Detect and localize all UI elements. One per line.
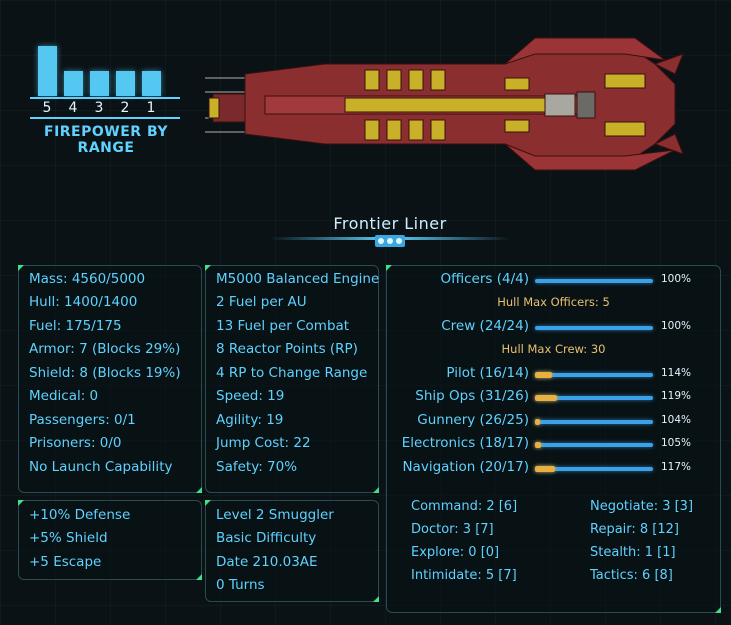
bonus-escape: +5 Escape xyxy=(29,554,102,570)
stat-shield: Shield: 8 (Blocks 19%) xyxy=(29,365,181,381)
hull-max-officers: Hull Max Officers: 5 xyxy=(497,295,610,309)
crew-label: Pilot (16/14) xyxy=(446,365,529,381)
engine-panel: M5000 Balanced Engine 2 Fuel per AU 13 F… xyxy=(205,265,379,493)
firepower-bar-5 xyxy=(38,46,57,96)
firepower-bar-4 xyxy=(64,71,83,96)
crew-bar xyxy=(535,466,653,472)
game-difficulty: Basic Difficulty xyxy=(216,530,317,546)
crew-bar xyxy=(535,372,653,378)
firepower-range-label-5: 5 xyxy=(42,100,52,116)
crew-percent: 119% xyxy=(661,390,692,402)
crew-percent: 104% xyxy=(661,414,692,426)
stat-medical: Medical: 0 xyxy=(29,388,99,404)
firepower-bar-3 xyxy=(90,71,109,96)
skill-command: Command: 2 [6] xyxy=(411,499,518,514)
stat-fuel: Fuel: 175/175 xyxy=(29,318,122,334)
stat-mass: Mass: 4560/5000 xyxy=(29,271,146,287)
engine-agility: Agility: 19 xyxy=(216,412,284,428)
crew-bar xyxy=(535,395,653,401)
stat-armor: Armor: 7 (Blocks 29%) xyxy=(29,341,181,357)
crew-bar xyxy=(535,279,653,283)
engine-reactor: 8 Reactor Points (RP) xyxy=(216,341,358,357)
firepower-range-label-4: 4 xyxy=(68,100,78,116)
engine-name: M5000 Balanced Engine xyxy=(216,271,380,287)
game-turns: 0 Turns xyxy=(216,577,265,593)
skill-tactics: Tactics: 6 [8] xyxy=(590,568,673,583)
stat-passengers: Passengers: 0/1 xyxy=(29,412,136,428)
crew-percent: 105% xyxy=(661,437,692,449)
firepower-range-label-2: 2 xyxy=(120,100,130,116)
game-date: Date 210.03AE xyxy=(216,554,318,570)
skill-explore: Explore: 0 [0] xyxy=(411,545,500,560)
engine-fuel-combat: 13 Fuel per Combat xyxy=(216,318,350,334)
crew-bar-overflow xyxy=(535,466,556,472)
skill-stealth: Stealth: 1 [1] xyxy=(590,545,676,560)
crew-panel: Officers (4/4) 100% Crew (24/24) 100% Pilot … xyxy=(386,265,721,613)
crew-label: Electronics (18/17) xyxy=(401,435,529,451)
hull-max-crew: Hull Max Crew: 30 xyxy=(501,342,606,356)
crew-label: Gunnery (26/25) xyxy=(417,412,529,428)
crew-label: Crew (24/24) xyxy=(441,318,529,334)
skill-intimidate: Intimidate: 5 [7] xyxy=(411,568,517,583)
crew-bar xyxy=(535,442,653,448)
bonuses-panel: +10% Defense +5% Shield +5 Escape xyxy=(18,500,202,580)
crew-label: Officers (4/4) xyxy=(440,271,529,287)
game-level: Level 2 Smuggler xyxy=(216,507,334,523)
ship-image xyxy=(205,37,684,171)
bonus-defense: +10% Defense xyxy=(29,507,131,523)
crew-percent: 100% xyxy=(661,273,692,285)
ship-name: Frontier Liner xyxy=(333,214,447,233)
stat-launch: No Launch Capability xyxy=(29,459,173,475)
ship-name-header: Frontier Liner xyxy=(250,208,530,253)
crew-bar xyxy=(535,326,653,330)
skill-repair: Repair: 8 [12] xyxy=(590,522,679,537)
engine-rp-range: 4 RP to Change Range xyxy=(216,365,368,381)
crew-bar-overflow xyxy=(535,395,558,401)
crew-percent: 117% xyxy=(661,461,692,473)
firepower-bar-2 xyxy=(116,71,135,96)
engine-safety: Safety: 70% xyxy=(216,459,298,475)
firepower-range-label-1: 1 xyxy=(146,100,156,116)
bonus-shield: +5% Shield xyxy=(29,530,108,546)
skill-negotiate: Negotiate: 3 [3] xyxy=(590,499,694,514)
firepower-range-label-3: 3 xyxy=(94,100,104,116)
skill-doctor: Doctor: 3 [7] xyxy=(411,522,494,537)
chart-baseline xyxy=(30,97,180,99)
game-info-panel: Level 2 Smuggler Basic Difficulty Date 2… xyxy=(205,500,379,602)
crew-bar xyxy=(535,419,653,425)
stat-hull: Hull: 1400/1400 xyxy=(29,294,138,310)
engine-jump-cost: Jump Cost: 22 xyxy=(216,435,311,451)
page-dots-icon[interactable] xyxy=(375,235,405,247)
stat-prisoners: Prisoners: 0/0 xyxy=(29,435,122,451)
chart-underline xyxy=(30,117,180,119)
stats-panel: Mass: 4560/5000 Hull: 1400/1400 Fuel: 17… xyxy=(18,265,202,493)
crew-bar-overflow xyxy=(535,442,541,448)
crew-percent: 114% xyxy=(661,367,692,379)
crew-bar-overflow xyxy=(535,372,552,378)
chart-title: FIREPOWER BY RANGE xyxy=(44,124,168,156)
crew-bar-overflow xyxy=(535,419,540,425)
crew-label: Navigation (20/17) xyxy=(402,459,529,475)
crew-percent: 100% xyxy=(661,320,692,332)
firepower-bar-1 xyxy=(142,71,161,96)
engine-fuel-au: 2 Fuel per AU xyxy=(216,294,307,310)
crew-label: Ship Ops (31/26) xyxy=(415,388,529,404)
engine-speed: Speed: 19 xyxy=(216,388,285,404)
